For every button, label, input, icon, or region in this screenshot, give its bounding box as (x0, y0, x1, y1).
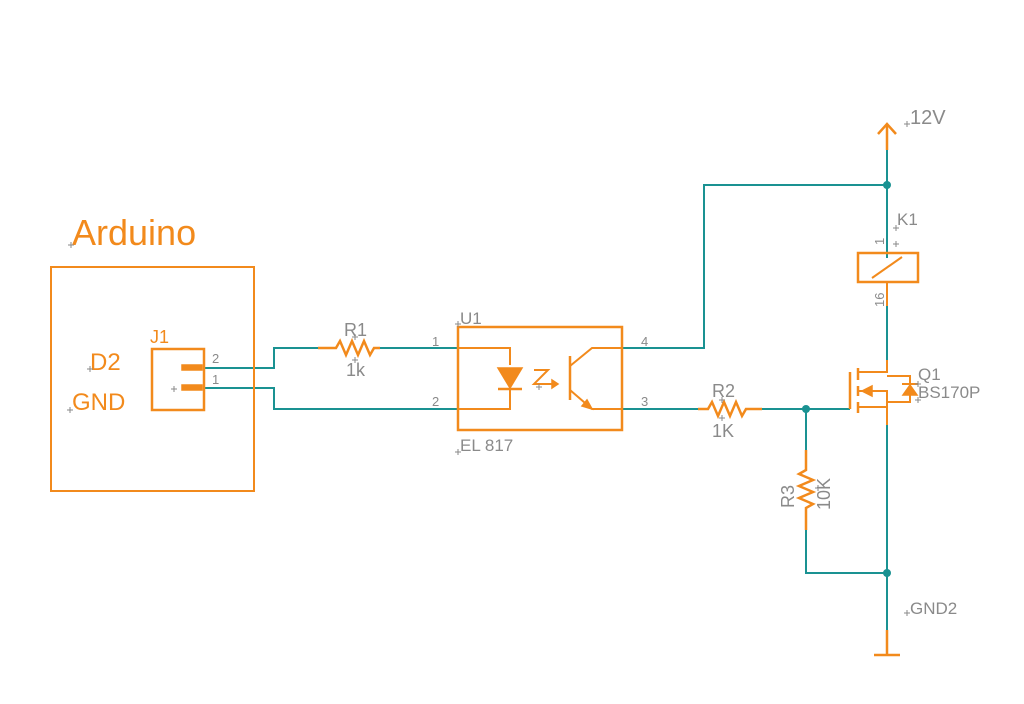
connector-j1[interactable]: J1 2 1 (150, 327, 219, 412)
r1-zigzag (318, 337, 380, 359)
origin-marker (536, 384, 542, 390)
arduino-title: Arduino (72, 212, 196, 253)
wire-j1-pin1-to-u1-pin2 (205, 387, 458, 410)
vcc-label: 12V (910, 107, 946, 129)
origin-marker (915, 397, 921, 403)
origin-marker (352, 334, 358, 340)
q1-diode-triangle (901, 383, 919, 396)
q1-body-arrow (860, 384, 873, 398)
relay-k1[interactable]: K1 1 16 (856, 210, 920, 307)
wire-u1-pin4-to-12v (622, 184, 887, 349)
u1-led-triangle (496, 367, 524, 390)
r2-ref-label: R2 (712, 381, 735, 401)
origin-marker (904, 610, 910, 616)
origin-marker (915, 381, 921, 387)
power-12v[interactable]: 12V (877, 107, 946, 150)
u1-led-cathode-lead (458, 390, 511, 410)
k1-pin1-number: 1 (872, 238, 887, 245)
j1-pin2-contact (181, 364, 203, 371)
u1-body (456, 325, 624, 432)
j1-pin1-number: 1 (212, 372, 219, 387)
u1-part-label: EL 817 (460, 436, 513, 455)
u1-pin4-number: 4 (641, 334, 648, 349)
j1-pin1-contact (181, 384, 203, 391)
u1-light-arrowhead (551, 378, 560, 390)
q1-source-lead (858, 406, 888, 425)
k1-coil-slash (871, 256, 903, 279)
arduino-pin-gnd-label: GND (72, 389, 125, 416)
optocoupler-u1[interactable]: U1 EL 817 1 2 4 3 (432, 309, 648, 455)
u1-collector-lead (569, 347, 622, 367)
resistor-r2[interactable]: R2 1K (698, 381, 762, 441)
arduino-outline (50, 266, 255, 492)
r2-value-label: 1K (712, 421, 734, 441)
junction-dot (802, 405, 810, 413)
u1-emitter-arrow (580, 398, 594, 411)
origin-marker (815, 485, 821, 491)
origin-marker (87, 366, 93, 372)
u1-pin1-number: 1 (432, 334, 439, 349)
arduino-pin-d2-label: D2 (90, 349, 121, 376)
gnd-label: GND2 (910, 599, 957, 618)
q1-drain-lead (858, 360, 888, 373)
q1-part-label: BS170P (918, 383, 980, 402)
r2-zigzag (698, 398, 762, 420)
u1-ref-label: U1 (460, 309, 482, 328)
k1-pin16-number: 16 (872, 293, 887, 307)
junction-dot (883, 569, 891, 577)
junction-dot (883, 181, 891, 189)
origin-marker (171, 386, 177, 392)
origin-marker (68, 242, 74, 248)
vcc-arrow-icon (877, 122, 897, 135)
u1-led-anode-lead (458, 347, 511, 365)
origin-marker (455, 321, 461, 327)
origin-marker (67, 407, 73, 413)
u1-emitter-lead (569, 389, 622, 410)
origin-markers (67, 121, 921, 616)
origin-marker (719, 415, 725, 421)
u1-pin2-number: 2 (432, 394, 439, 409)
origin-marker (719, 397, 725, 403)
origin-marker (352, 357, 358, 363)
resistor-r3[interactable]: R3 10K (778, 450, 834, 530)
wire-j1-pin2-to-r1 (205, 347, 318, 369)
origin-marker (893, 225, 899, 231)
r1-value-label: 1k (346, 360, 366, 380)
arduino-block[interactable]: Arduino D2 GND (50, 212, 255, 492)
origin-marker (904, 121, 910, 127)
r3-value-label: 10K (814, 478, 834, 510)
r3-ref-label: R3 (778, 485, 798, 508)
origin-marker (893, 241, 899, 247)
wire-r3-bottom-to-gnd (805, 530, 887, 574)
ground-gnd2[interactable]: GND2 (874, 599, 957, 657)
q1-ref-label: Q1 (918, 365, 941, 384)
wires (205, 150, 891, 648)
origin-marker (455, 449, 461, 455)
j1-ref-label: J1 (150, 327, 169, 347)
r1-ref-label: R1 (344, 320, 367, 340)
u1-light-arrow (531, 369, 552, 385)
u1-pin3-number: 3 (641, 394, 648, 409)
k1-ref-label: K1 (897, 210, 918, 229)
resistor-r1[interactable]: R1 1k (318, 320, 380, 380)
mosfet-q1[interactable]: Q1 BS170P (848, 360, 980, 425)
r3-zigzag (795, 450, 817, 530)
j1-body (150, 347, 206, 412)
j1-pin2-number: 2 (212, 351, 219, 366)
